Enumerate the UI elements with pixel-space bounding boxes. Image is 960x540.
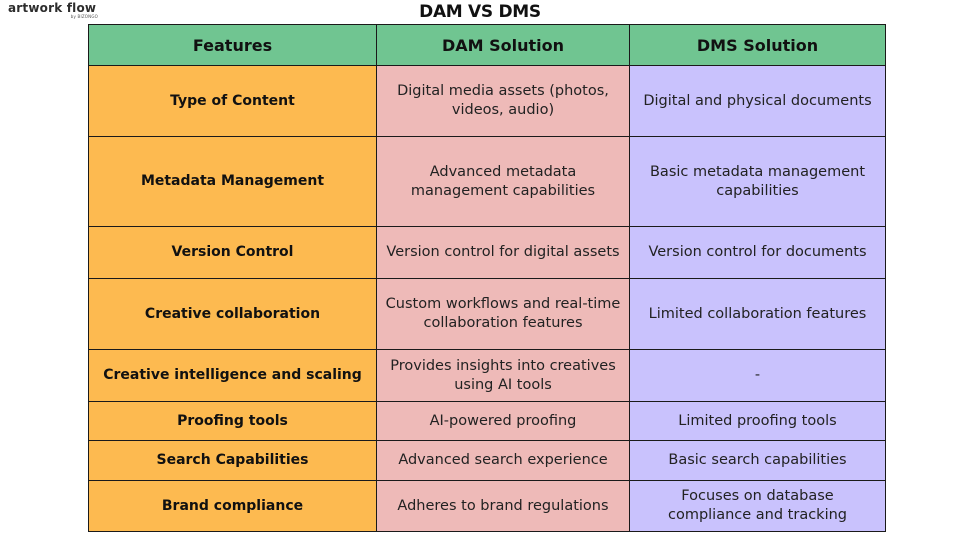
dam-cell: Adheres to brand regulations xyxy=(376,480,630,532)
dms-cell: Limited collaboration features xyxy=(629,278,886,350)
dms-cell: Limited proofing tools xyxy=(629,401,886,441)
table-row: Proofing tools AI-powered proofing Limit… xyxy=(88,401,886,441)
dam-cell: AI-powered proofing xyxy=(376,401,630,441)
dam-cell: Advanced metadata management capabilitie… xyxy=(376,136,630,227)
dms-cell: Version control for documents xyxy=(629,226,886,279)
dam-cell: Version control for digital assets xyxy=(376,226,630,279)
table-row: Search Capabilities Advanced search expe… xyxy=(88,440,886,481)
page-title: DAM VS DMS xyxy=(419,2,541,22)
logo-wordmark: artwork flow xyxy=(8,1,97,15)
table-row: Creative intelligence and scaling Provid… xyxy=(88,349,886,402)
header-dam-solution: DAM Solution xyxy=(376,24,630,66)
dam-cell: Advanced search experience xyxy=(376,440,630,481)
feature-cell: Metadata Management xyxy=(88,136,377,227)
dam-cell: Digital media assets (photos, videos, au… xyxy=(376,65,630,137)
table-row: Metadata Management Advanced metadata ma… xyxy=(88,136,886,227)
table-row: Creative collaboration Custom workflows … xyxy=(88,278,886,350)
header-features: Features xyxy=(88,24,377,66)
table-row: Type of Content Digital media assets (ph… xyxy=(88,65,886,137)
table-row: Version Control Version control for digi… xyxy=(88,226,886,279)
comparison-table: Features DAM Solution DMS Solution Type … xyxy=(88,24,886,532)
dms-cell: Focuses on database compliance and track… xyxy=(629,480,886,532)
dms-cell: Digital and physical documents xyxy=(629,65,886,137)
feature-cell: Version Control xyxy=(88,226,377,279)
feature-cell: Creative intelligence and scaling xyxy=(88,349,377,402)
feature-cell: Creative collaboration xyxy=(88,278,377,350)
artwork-flow-logo: artwork flow by BIZONGO xyxy=(8,1,108,23)
dms-cell: Basic search capabilities xyxy=(629,440,886,481)
dms-cell: Basic metadata management capabilities xyxy=(629,136,886,227)
dam-cell: Custom workflows and real-time collabora… xyxy=(376,278,630,350)
table-header-row: Features DAM Solution DMS Solution xyxy=(88,24,886,66)
dms-cell: - xyxy=(629,349,886,402)
header-dms-solution: DMS Solution xyxy=(629,24,886,66)
table-row: Brand compliance Adheres to brand regula… xyxy=(88,480,886,532)
feature-cell: Proofing tools xyxy=(88,401,377,441)
feature-cell: Brand compliance xyxy=(88,480,377,532)
logo-subtext: by BIZONGO xyxy=(70,14,98,19)
feature-cell: Search Capabilities xyxy=(88,440,377,481)
feature-cell: Type of Content xyxy=(88,65,377,137)
dam-cell: Provides insights into creatives using A… xyxy=(376,349,630,402)
